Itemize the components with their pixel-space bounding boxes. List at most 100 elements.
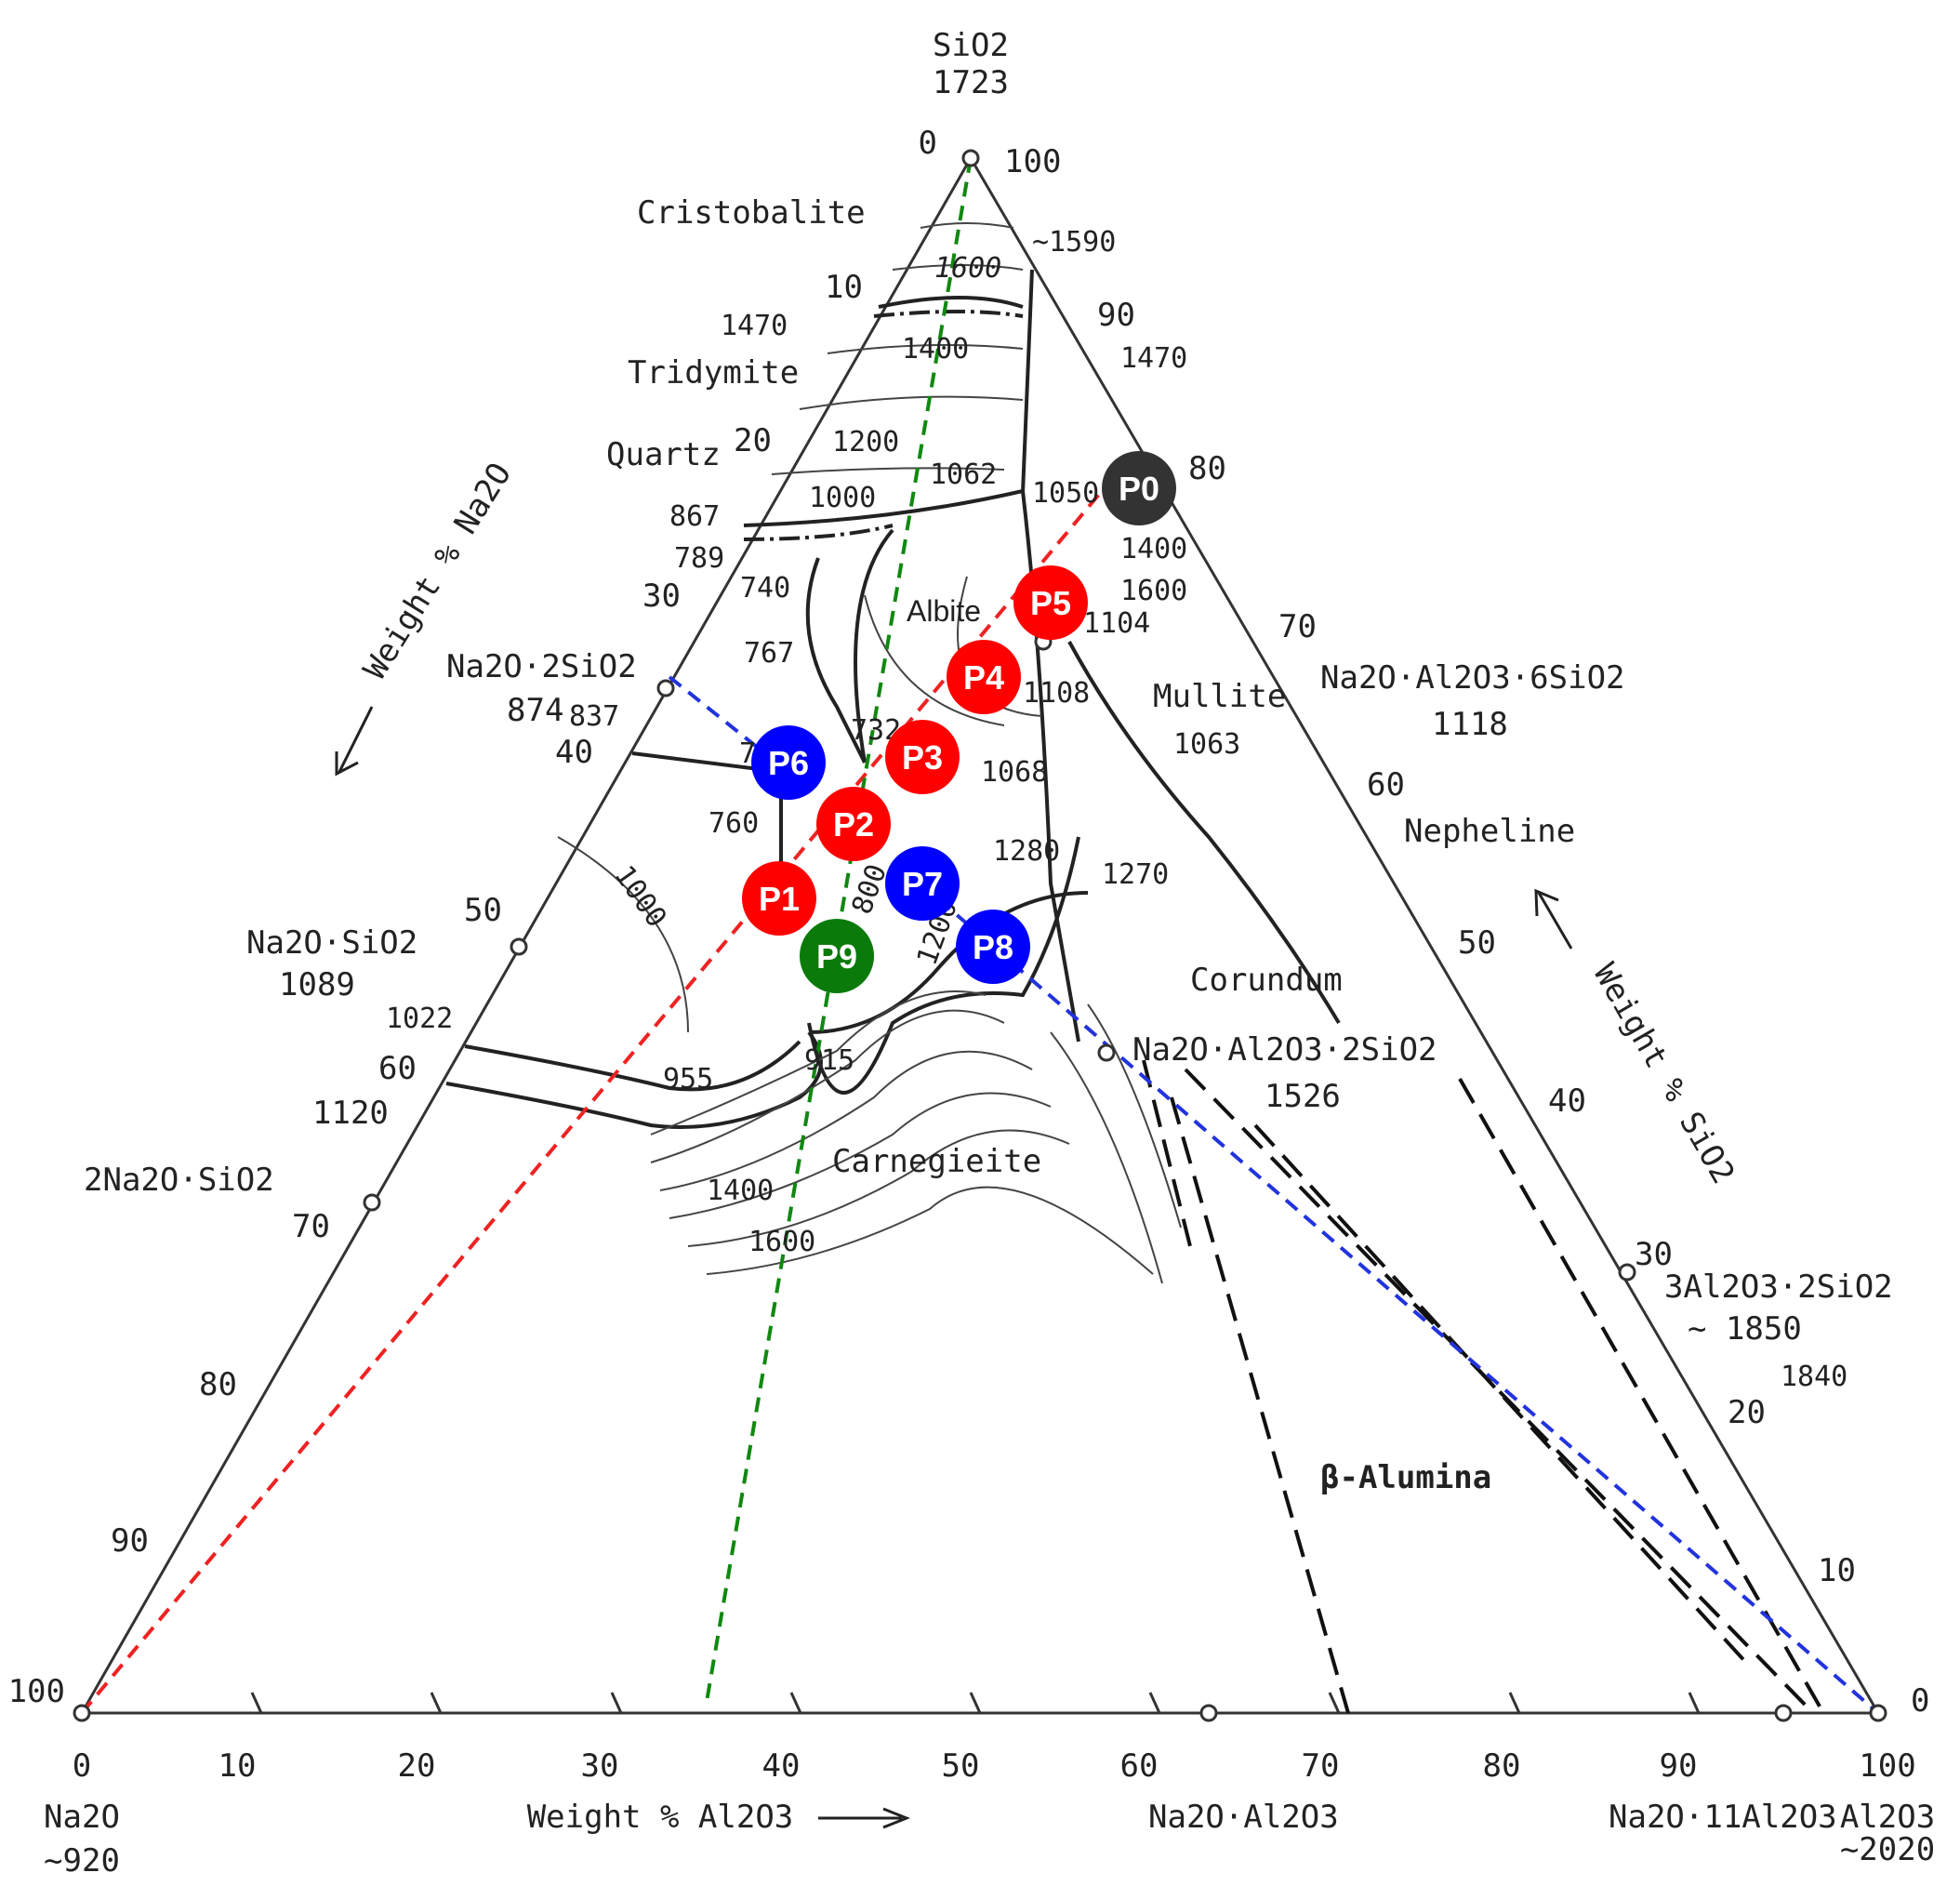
phase-nepheline: Nepheline (1404, 813, 1575, 850)
edge-ticks (250, 1692, 1701, 1714)
bottom-tick-70: 70 (1302, 1747, 1340, 1785)
bottom-tick-labels: 0 10 20 30 40 50 60 70 80 90 100 (73, 1747, 1916, 1785)
point-p6[interactable]: P6 (751, 725, 826, 800)
blue-line-lower (919, 882, 1880, 1715)
right-tick-30: 30 (1635, 1236, 1673, 1273)
point-p2[interactable]: P2 (816, 787, 891, 861)
label-albite-comp-temp: 1118 (1432, 706, 1508, 743)
right-tick-60: 60 (1367, 766, 1405, 804)
iso-1280: 1280 (993, 835, 1060, 868)
bottom-tick-90: 90 (1660, 1747, 1698, 1785)
iso-1400-right: 1400 (1120, 533, 1187, 565)
point-p5[interactable]: P5 (1013, 565, 1088, 640)
label-nepheline-comp-temp: 1526 (1265, 1078, 1341, 1115)
iso-867: 867 (669, 500, 720, 533)
svg-text:P1: P1 (759, 880, 800, 918)
label-2na2o-sio2-temp: 1120 (312, 1095, 389, 1132)
point-p4[interactable]: P4 (947, 640, 1021, 714)
compound-labels: Na2O·2SiO2 874 Na2O·SiO2 1089 2Na2O·SiO2… (84, 648, 1893, 1836)
iso-837: 837 (569, 700, 619, 733)
iso-1840: 1840 (1781, 1361, 1847, 1393)
right-tick-70: 70 (1278, 608, 1317, 645)
bottom-tick-60: 60 (1120, 1747, 1159, 1785)
left-tick-30: 30 (642, 578, 681, 615)
right-tick-50: 50 (1458, 924, 1496, 962)
left-tick-90: 90 (111, 1522, 149, 1560)
point-p9[interactable]: P9 (800, 919, 874, 993)
iso-760: 760 (709, 807, 759, 840)
label-na2o-al2o3: Na2O·Al2O3 (1148, 1799, 1339, 1836)
right-tick-80: 80 (1188, 450, 1226, 487)
svg-text:P0: P0 (1119, 470, 1159, 508)
iso-955: 955 (663, 1063, 713, 1096)
left-tick-70: 70 (292, 1208, 330, 1245)
point-p1[interactable]: P1 (742, 861, 816, 936)
composition-points: P0 P1 P2 P3 P4 P5 P6 P7 P8 P9 (742, 451, 1176, 993)
bottom-tick-0: 0 (73, 1747, 91, 1785)
iso-740: 740 (740, 572, 790, 604)
left-tick-60: 60 (378, 1050, 417, 1087)
point-p3[interactable]: P3 (885, 720, 960, 794)
bottom-tick-40: 40 (762, 1747, 801, 1785)
point-p7[interactable]: P7 (885, 846, 960, 921)
marker-al2o3 (1869, 1704, 1887, 1722)
label-na2o-11al2o3: Na2O·11Al2O3 (1609, 1799, 1837, 1836)
left-tick-10: 10 (825, 269, 863, 306)
arrow-right-axis (1534, 888, 1573, 950)
point-p8[interactable]: P8 (956, 910, 1030, 984)
phase-albite: Albite (907, 594, 981, 628)
iso-1470-left: 1470 (721, 310, 788, 342)
iso-1600-top: 1600 (934, 252, 1001, 285)
apex-right-temp: ~2020 (1840, 1831, 1935, 1868)
bottom-tick-10: 10 (219, 1747, 257, 1785)
iso-789: 789 (674, 542, 724, 575)
isotherm-labels: 1600 1400 1200 1000 1062 1050 1400 1600 … (386, 226, 1847, 1393)
iso-1400-bottom: 1400 (707, 1175, 774, 1207)
apex-top-formula: SiO2 (933, 27, 1009, 64)
svg-text:P3: P3 (902, 738, 943, 777)
iso-1470-right: 1470 (1120, 342, 1187, 375)
label-albite-comp: Na2O·Al2O3·6SiO2 (1320, 659, 1625, 697)
bottom-tick-20: 20 (398, 1747, 436, 1785)
iso-1600-right: 1600 (1120, 575, 1187, 607)
apex-left-formula: Na2O (44, 1799, 120, 1836)
right-tick-0: 0 (1911, 1682, 1929, 1720)
phase-labels: Cristobalite Tridymite Quartz Albite Mul… (606, 194, 1575, 1496)
left-tick-40: 40 (555, 734, 593, 771)
iso-1600-bottom: 1600 (748, 1226, 815, 1258)
marker-na2o-sio2 (510, 937, 528, 956)
svg-text:P7: P7 (902, 865, 943, 903)
left-tick-50: 50 (464, 892, 502, 929)
label-na2o-2sio2: Na2O·2SiO2 (446, 648, 637, 685)
phase-cristobalite: Cristobalite (637, 194, 866, 232)
iso-767: 767 (744, 637, 794, 670)
blue-line-upper (668, 675, 801, 783)
iso-1050: 1050 (1032, 477, 1099, 510)
compound-markers (73, 149, 1887, 1722)
apex-top-left-tick: 0 (919, 125, 937, 162)
iso-1104: 1104 (1083, 607, 1150, 640)
isotherm-curves (557, 222, 1182, 1284)
phase-tridymite: Tridymite (628, 354, 799, 392)
bottom-tick-100: 100 (1859, 1747, 1915, 1785)
marker-2na2o-sio2 (363, 1193, 381, 1212)
iso-1063: 1063 (1173, 728, 1240, 761)
right-tick-20: 20 (1728, 1394, 1766, 1431)
label-mullite-comp: 3Al2O3·2SiO2 (1664, 1268, 1893, 1306)
bottom-tick-80: 80 (1483, 1747, 1521, 1785)
svg-text:P8: P8 (973, 928, 1013, 966)
arrow-bottom-axis (818, 1807, 911, 1829)
iso-1022: 1022 (386, 1003, 453, 1035)
point-p0[interactable]: P0 (1102, 451, 1176, 525)
marker-na2o-al2o3 (1199, 1704, 1218, 1722)
phase-corundum: Corundum (1190, 962, 1343, 999)
svg-text:P2: P2 (833, 805, 874, 843)
label-na2o-sio2-temp: 1089 (279, 966, 355, 1003)
phase-mullite: Mullite (1153, 678, 1286, 715)
left-tick-20: 20 (734, 422, 772, 459)
apex-left-temp: ~920 (44, 1842, 120, 1879)
left-tick-labels: 10 20 30 40 50 60 70 80 90 100 (8, 269, 863, 1710)
left-tick-100: 100 (8, 1673, 65, 1710)
marker-mullite-comp (1618, 1263, 1636, 1282)
label-na2o-2sio2-temp: 874 (507, 692, 563, 729)
